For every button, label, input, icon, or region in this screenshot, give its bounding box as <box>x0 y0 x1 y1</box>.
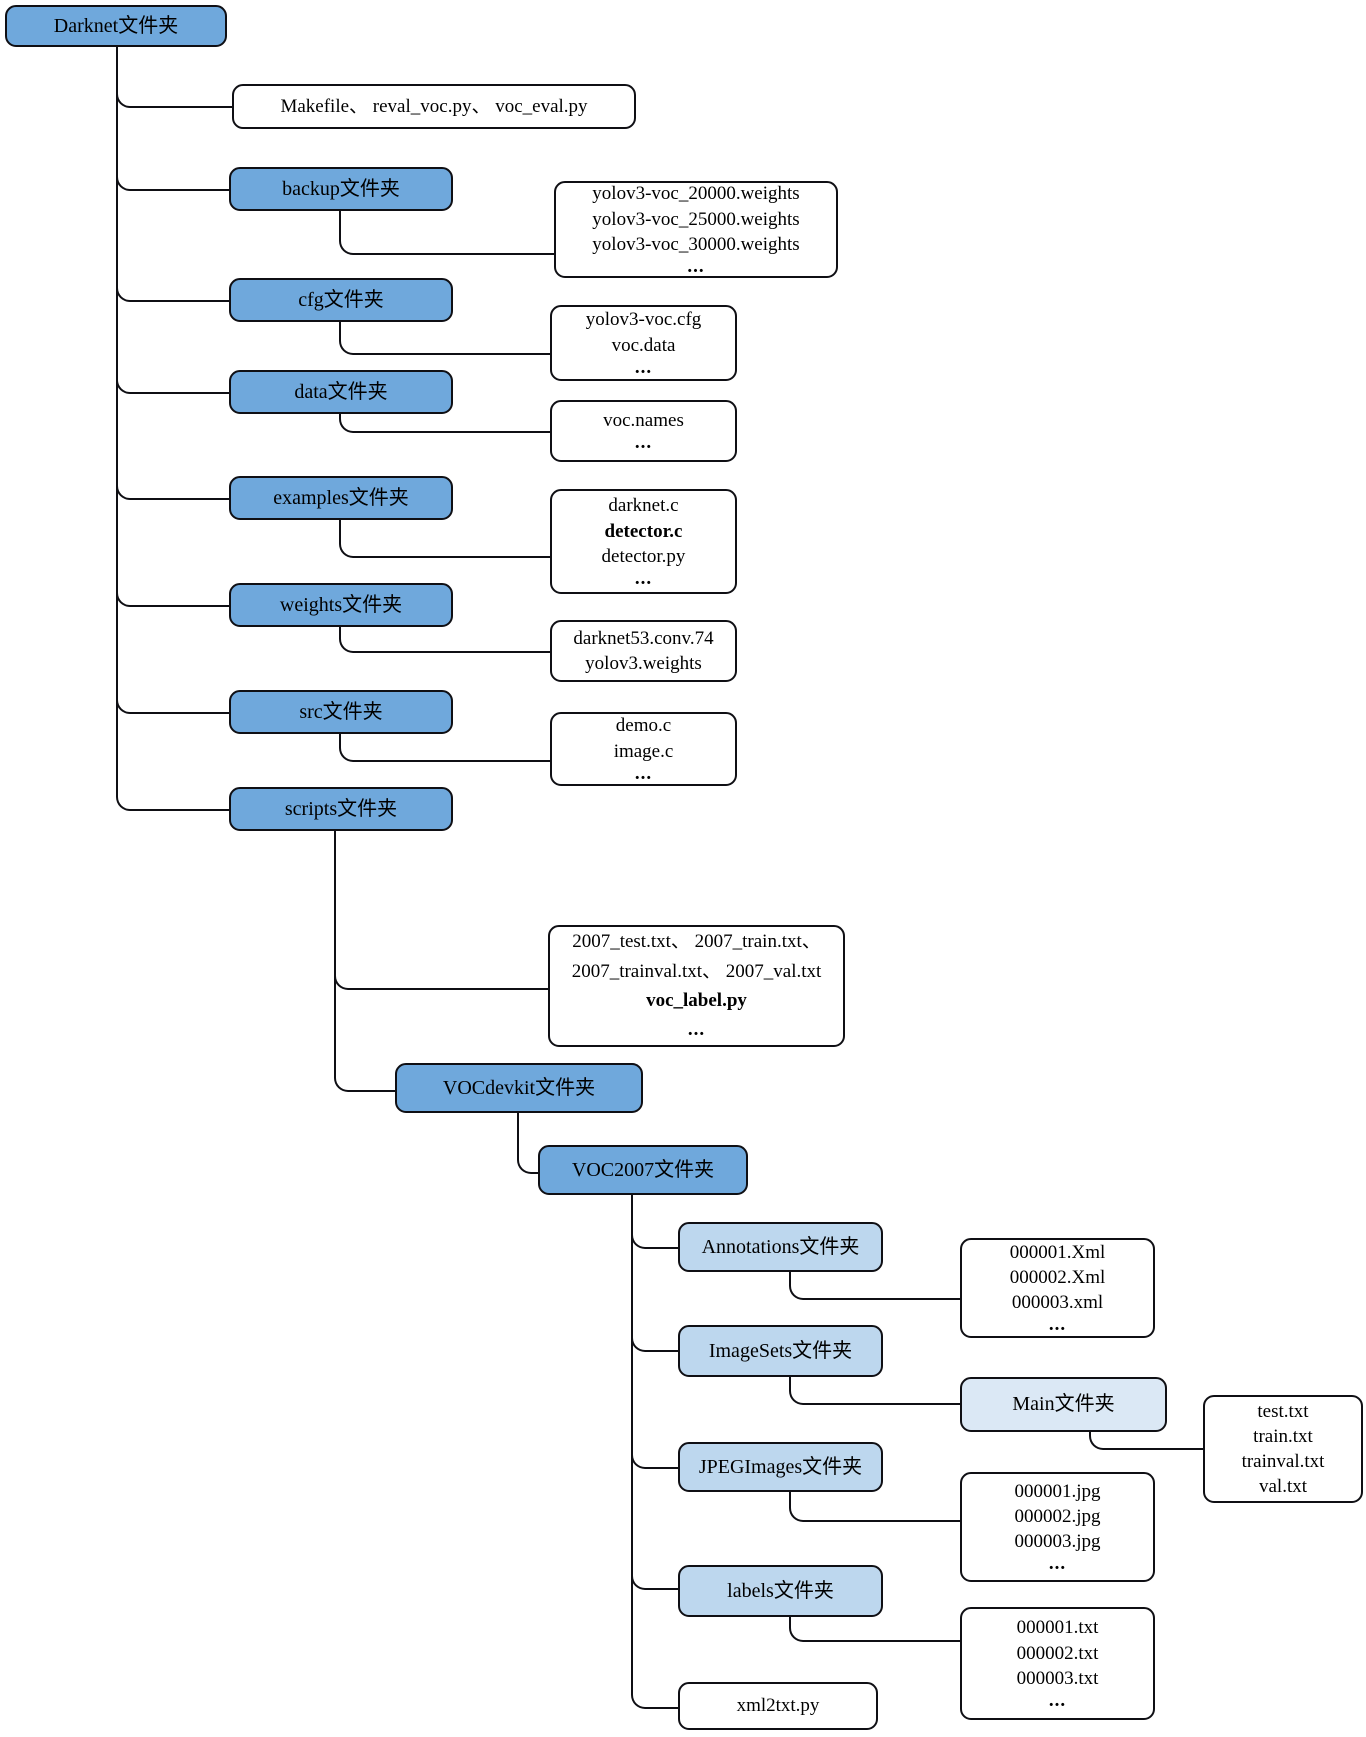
node-darknet-folder: Darknet文件夹 <box>5 5 227 47</box>
ellipsis: ... <box>687 1019 706 1041</box>
connector-voc2007-to-xml2txt <box>631 1195 678 1709</box>
file-line: demo.c <box>615 715 672 737</box>
file-line: 000003.jpg <box>1014 1531 1101 1553</box>
node-main-folder: Main文件夹 <box>960 1377 1167 1432</box>
file-line: detector.py <box>601 545 686 567</box>
node-labels-folder: labels文件夹 <box>678 1565 883 1617</box>
file-line: voc.data <box>611 334 676 356</box>
connector-cfg-to-files <box>339 322 550 355</box>
node-annotations-files: 000001.Xml 000002.Xml 000003.xml ... <box>960 1238 1155 1338</box>
file-line: 000001.Xml <box>1009 1241 1106 1263</box>
file-line: yolov3-voc_20000.weights <box>592 183 800 205</box>
node-examples-folder: examples文件夹 <box>229 476 453 520</box>
ellipsis: ... <box>1048 1689 1067 1711</box>
ellipsis: ... <box>687 255 705 277</box>
node-annotations-folder: Annotations文件夹 <box>678 1222 883 1272</box>
file-line: Makefile、 reval_voc.py、 voc_eval.py <box>280 95 588 117</box>
file-line: yolov3-voc.cfg <box>585 309 702 331</box>
file-line: 000001.txt <box>1016 1617 1099 1639</box>
node-jpegimages-files: 000001.jpg 000002.jpg 000003.jpg ... <box>960 1472 1155 1582</box>
file-line: 000002.Xml <box>1009 1267 1106 1289</box>
ellipsis: ... <box>1048 1314 1067 1336</box>
ellipsis: ... <box>634 567 653 589</box>
connector-examples-to-files <box>339 520 550 558</box>
file-line: darknet.c <box>608 495 679 517</box>
node-src-folder: src文件夹 <box>229 690 453 734</box>
node-data-files: voc.names ... <box>550 400 737 462</box>
file-line: yolov3.weights <box>585 653 702 674</box>
connector-src-to-files <box>339 734 550 762</box>
file-line: voc_label.py <box>646 990 747 1011</box>
node-xml2txt-file: xml2txt.py <box>678 1682 878 1730</box>
connector-jpegimages-to-files <box>789 1492 961 1522</box>
node-voc2007-folder: VOC2007文件夹 <box>538 1145 748 1195</box>
file-line: 000003.xml <box>1011 1292 1104 1314</box>
connector-darknet-to-scripts <box>116 47 229 811</box>
file-line: train.txt <box>1253 1425 1313 1447</box>
connector-data-to-files <box>339 414 550 433</box>
file-line: 000002.jpg <box>1014 1506 1101 1528</box>
node-backup-files: yolov3-voc_20000.weights yolov3-voc_2500… <box>554 181 838 278</box>
file-line: 000002.txt <box>1016 1642 1099 1664</box>
connector-vocdevkit-to-voc2007 <box>517 1113 538 1174</box>
ellipsis: ... <box>634 356 653 378</box>
ellipsis: ... <box>634 432 653 454</box>
connector-imagesets-to-main <box>789 1377 961 1405</box>
file-line: image.c <box>613 740 674 762</box>
node-weights-folder: weights文件夹 <box>229 583 453 627</box>
file-line: trainval.txt <box>1241 1451 1325 1472</box>
file-line: detector.c <box>604 520 683 542</box>
node-vocdevkit-folder: VOCdevkit文件夹 <box>395 1063 643 1113</box>
file-line: darknet53.conv.74 <box>573 627 714 649</box>
node-scripts-folder: scripts文件夹 <box>229 787 453 831</box>
file-line: voc.names <box>603 410 684 432</box>
connector-weights-to-files <box>339 627 550 653</box>
node-src-files: demo.c image.c ... <box>550 712 737 786</box>
file-line: yolov3-voc_25000.weights <box>592 208 800 230</box>
node-labels-files: 000001.txt 000002.txt 000003.txt ... <box>960 1607 1155 1720</box>
node-main-files: test.txt train.txt trainval.txt val.txt <box>1203 1395 1363 1503</box>
file-line: test.txt <box>1257 1400 1309 1422</box>
file-line: 2007_test.txt、 2007_train.txt、 <box>572 931 821 953</box>
file-line: val.txt <box>1258 1476 1308 1498</box>
node-weights-files: darknet53.conv.74 yolov3.weights <box>550 620 737 682</box>
ellipsis: ... <box>634 762 653 784</box>
ellipsis: ... <box>1048 1553 1067 1575</box>
node-root-files: Makefile、 reval_voc.py、 voc_eval.py <box>232 84 636 129</box>
node-imagesets-folder: ImageSets文件夹 <box>678 1325 883 1377</box>
node-backup-folder: backup文件夹 <box>229 167 453 211</box>
file-line: 2007_trainval.txt、 2007_val.txt <box>571 960 822 982</box>
connector-labels-to-files <box>789 1617 961 1642</box>
connector-scripts-to-vocdevkit <box>334 831 395 1092</box>
file-line: 000003.txt <box>1016 1667 1099 1689</box>
node-data-folder: data文件夹 <box>229 370 453 414</box>
connector-annotations-to-files <box>789 1272 961 1300</box>
node-jpegimages-folder: JPEGImages文件夹 <box>678 1442 883 1492</box>
node-examples-files: darknet.c detector.c detector.py ... <box>550 489 737 594</box>
node-cfg-folder: cfg文件夹 <box>229 278 453 322</box>
node-scripts-files: 2007_test.txt、 2007_train.txt、 2007_trai… <box>548 925 845 1047</box>
node-cfg-files: yolov3-voc.cfg voc.data ... <box>550 305 737 381</box>
file-line: 000001.jpg <box>1014 1480 1101 1502</box>
connector-main-to-files <box>1089 1432 1204 1450</box>
connector-backup-to-files <box>339 211 554 255</box>
file-line: yolov3-voc_30000.weights <box>592 233 800 255</box>
